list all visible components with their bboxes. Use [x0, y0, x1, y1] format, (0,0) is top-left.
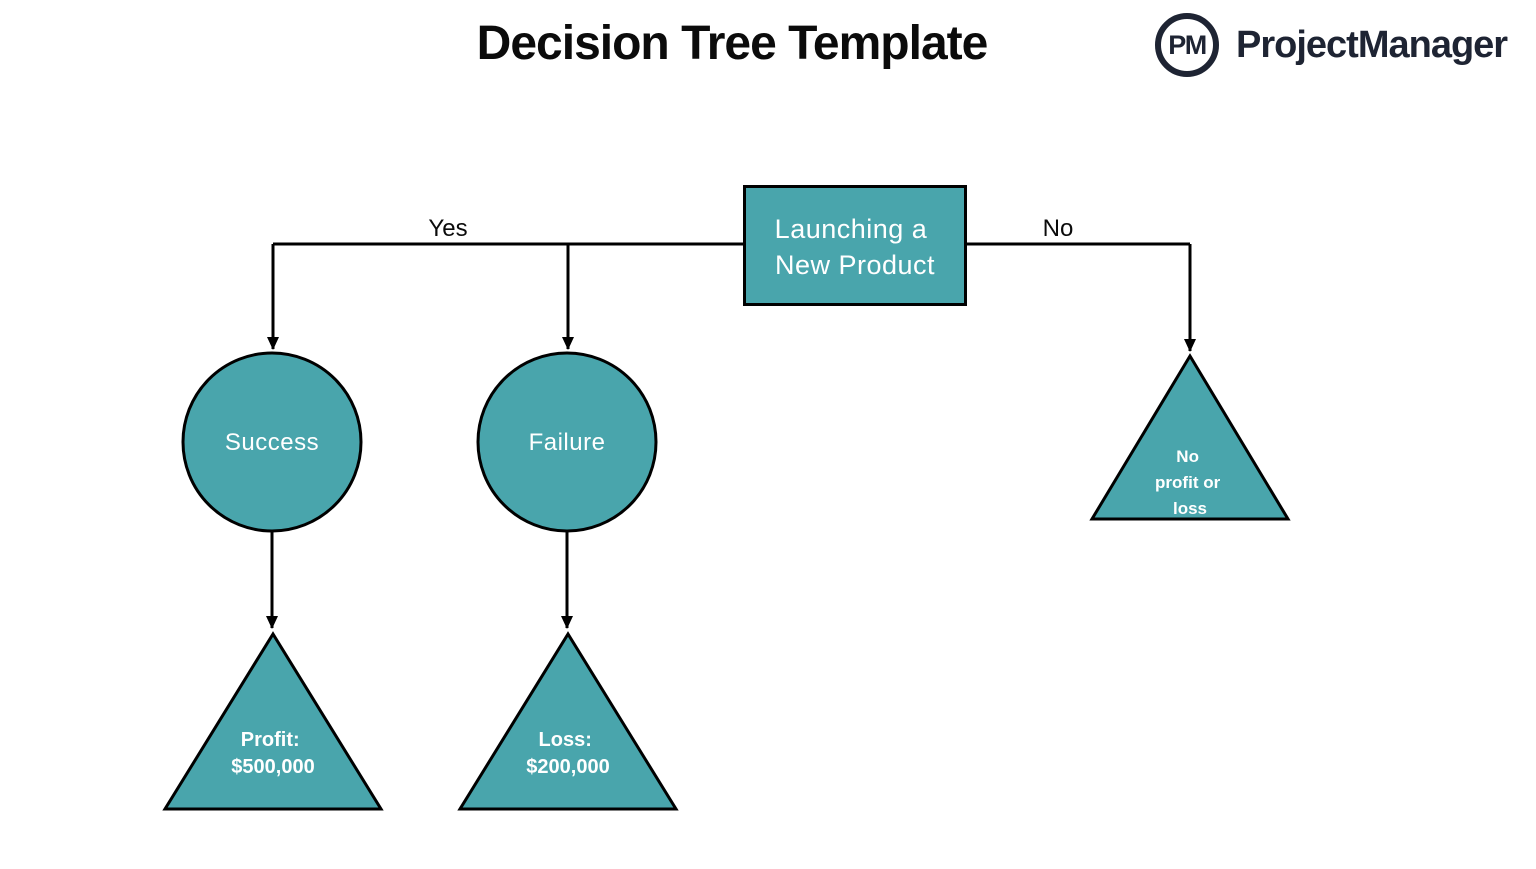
outcome-node-profit: Profit: $500,000 — [162, 631, 384, 811]
branch-label-yes: Yes — [428, 215, 467, 242]
chance-node-failure: Failure — [476, 351, 658, 533]
chance-node-success: Success — [181, 351, 363, 533]
failure-label: Failure — [529, 429, 606, 456]
success-label: Success — [225, 429, 319, 456]
pm-logo-icon: PM — [1155, 13, 1219, 77]
decision-node-label: Launching a New Product — [775, 214, 936, 280]
neutral-label: No profit or loss — [1155, 447, 1225, 518]
branch-label-no: No — [1043, 215, 1074, 242]
outcome-node-loss: Loss: $200,000 — [457, 631, 679, 811]
brand-name: ProjectManager — [1236, 23, 1508, 66]
outcome-node-neutral: No profit or loss — [1089, 353, 1291, 521]
loss-triangle — [457, 631, 679, 811]
decision-node-rect — [743, 185, 967, 306]
loss-label: Loss: $200,000 — [526, 729, 609, 778]
decision-node: Launching a New Product — [743, 185, 967, 306]
failure-circle — [476, 351, 658, 533]
brand-logo: PM ProjectManager — [1155, 13, 1508, 77]
profit-label: Profit: $500,000 — [231, 729, 314, 778]
neutral-triangle — [1089, 353, 1291, 521]
page-title: Decision Tree Template — [476, 17, 989, 70]
success-circle — [181, 351, 363, 533]
profit-triangle — [162, 631, 384, 811]
